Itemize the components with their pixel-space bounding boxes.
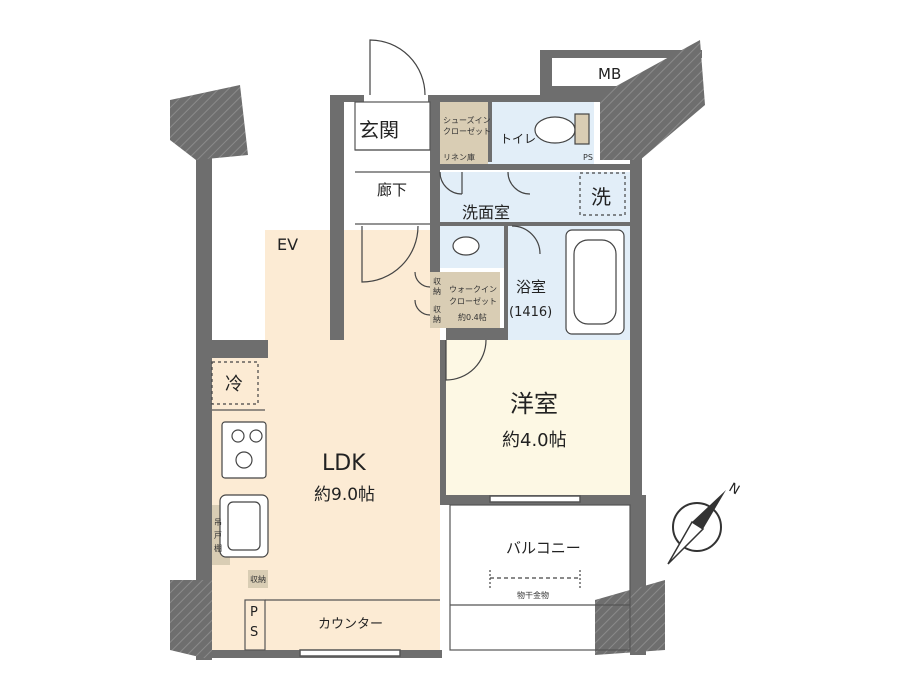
label-storage-a-1: 収 (433, 276, 441, 286)
wall-washroom-top (430, 164, 630, 170)
doors (361, 39, 541, 381)
storage-small-floor (248, 570, 268, 588)
compass-needle-icon (692, 490, 726, 529)
storage-a-floor (430, 272, 446, 300)
label-cabinet-1: 吊 (214, 518, 222, 527)
wall-washroom-bottom (430, 222, 630, 226)
wall-toilet-left (488, 102, 492, 162)
label-entrance: 玄関 (359, 118, 399, 142)
label-bath-size: (1416) (509, 305, 552, 320)
label-western-size: 約4.0帖 (502, 430, 567, 451)
label-shoe-closet-2: クローゼット (443, 126, 491, 136)
label-storage-a-2: 納 (433, 286, 441, 296)
washer-spot (579, 172, 626, 216)
label-washroom: 洗面室 (462, 203, 510, 222)
wall-ev-right (330, 95, 344, 340)
label-storage-b-2: 納 (433, 314, 441, 324)
label-laundry-rack: 物干金物 (517, 590, 549, 600)
shoe-closet-floor (440, 102, 488, 150)
label-ps-top: PS (583, 153, 593, 162)
windows (299, 495, 581, 657)
label-walk-in-2: クローゼット (449, 296, 497, 306)
compass-ring-icon (672, 502, 722, 552)
wall-walkin-bottom (446, 328, 506, 340)
label-balcony: バルコニー (506, 539, 581, 557)
sink-icon (452, 236, 480, 256)
walk-in-floor (446, 272, 500, 328)
fixtures (211, 113, 626, 590)
wall-left (196, 148, 212, 660)
wall-mb-left (540, 50, 552, 95)
label-ev: EV (277, 235, 298, 254)
fridge-spot (211, 361, 259, 405)
label-bath: 浴室 (516, 278, 546, 296)
label-toilet: トイレ (500, 132, 536, 146)
label-storage-small-1: 収 (250, 574, 258, 584)
compass: N (667, 480, 742, 565)
toilet-tank-icon (574, 113, 590, 145)
wall-ldk-western (440, 340, 446, 500)
ldk-floor (265, 230, 440, 650)
wall-bath-left (504, 224, 508, 340)
label-ldk-size: 約9.0帖 (314, 485, 375, 505)
compass-north-label: N (726, 480, 742, 498)
label-mb: MB (598, 65, 621, 83)
wall-mb-top (552, 50, 702, 58)
label-ps-bottom-2: S (250, 625, 258, 640)
label-counter: カウンター (318, 617, 383, 632)
label-western: 洋室 (510, 390, 558, 418)
toilet-icon (534, 116, 576, 144)
label-washer: 洗 (591, 185, 611, 209)
label-linen: リネン庫 (443, 152, 475, 162)
label-cabinet-3: 棚 (214, 543, 222, 553)
labels: 玄関 シューズイン クローゼット トイレ リネン庫 PS 廊下 洗面室 洗 EV… (214, 65, 621, 640)
floor-fills (212, 102, 630, 650)
label-ps-bottom-1: P (250, 605, 258, 620)
wall-top-a (344, 95, 364, 102)
partitions (212, 101, 631, 651)
western-room-floor (440, 340, 630, 495)
label-shoe-closet-1: シューズイン (443, 115, 491, 125)
label-walk-in-1: ウォークイン (449, 285, 497, 294)
label-storage-small-2: 納 (258, 574, 266, 584)
label-walk-in-size: 約0.4帖 (458, 312, 487, 322)
wall-corridor (430, 102, 440, 272)
label-hallway: 廊下 (377, 181, 407, 199)
label-ldk: LDK (322, 451, 366, 476)
storage-b-floor (430, 300, 446, 328)
wall-right (630, 95, 642, 495)
wall-top-b (428, 95, 613, 102)
wall-ev-lower (212, 340, 268, 358)
label-storage-b-1: 収 (433, 304, 441, 314)
linen-floor (430, 150, 488, 164)
label-fridge: 冷 (225, 374, 243, 395)
label-cabinet-2: 戸 (214, 531, 222, 540)
